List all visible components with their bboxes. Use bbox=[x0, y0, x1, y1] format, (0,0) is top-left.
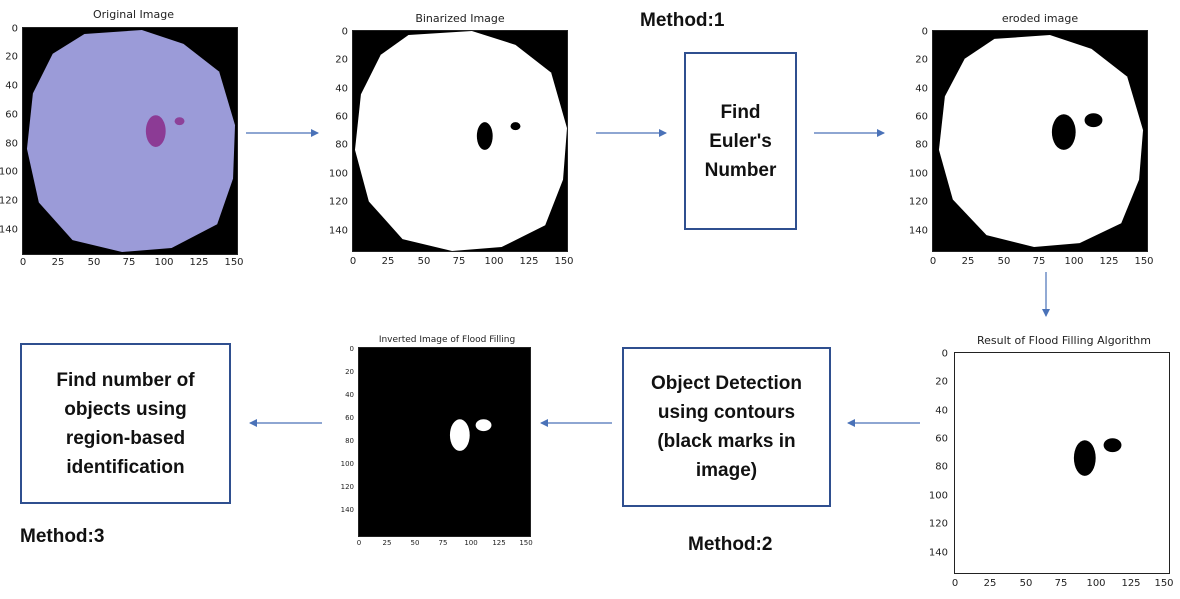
euler-number-box: Find Euler's Number bbox=[684, 52, 797, 230]
y-tick: 100 bbox=[0, 166, 18, 178]
y-tick: 80 bbox=[5, 138, 18, 150]
y-tick: 0 bbox=[349, 345, 354, 353]
y-tick: 0 bbox=[941, 348, 948, 360]
y-tick: 20 bbox=[915, 54, 928, 66]
x-tick: 50 bbox=[410, 539, 420, 547]
x-tick: 25 bbox=[51, 257, 65, 268]
y-tick: 0 bbox=[921, 26, 928, 38]
x-tick: 25 bbox=[961, 256, 975, 267]
y-tick: 120 bbox=[0, 195, 18, 207]
x-tick: 75 bbox=[1054, 578, 1068, 589]
panel-title: Result of Flood Filling Algorithm bbox=[977, 334, 1151, 347]
y-tick: 60 bbox=[915, 111, 928, 123]
region-identification-box: Find number of objects using region-base… bbox=[20, 343, 231, 504]
panel-flood-fill-result: Result of Flood Filling Algorithm 0 20 4… bbox=[918, 330, 1180, 599]
x-tick: 0 bbox=[19, 257, 27, 268]
y-tick: 80 bbox=[345, 437, 354, 445]
y-tick: 140 bbox=[928, 547, 948, 559]
y-tick: 120 bbox=[928, 518, 948, 530]
x-tick: 150 bbox=[519, 539, 533, 547]
x-tick: 50 bbox=[1019, 578, 1033, 589]
panel-title: Inverted Image of Flood Filling bbox=[378, 335, 516, 345]
y-tick: 60 bbox=[935, 433, 948, 445]
x-tick: 50 bbox=[87, 257, 101, 268]
y-tick: 140 bbox=[340, 506, 354, 514]
x-tick: 100 bbox=[1064, 256, 1084, 267]
method-3-label: Method:3 bbox=[20, 526, 105, 547]
y-tick: 100 bbox=[908, 168, 928, 180]
y-tick: 140 bbox=[908, 225, 928, 237]
panel-eroded-image: eroded image 0 20 40 60 80 100 120 140 0… bbox=[900, 10, 1160, 272]
panel-original-image: Original Image 0 20 40 60 80 100 120 140… bbox=[0, 8, 245, 270]
x-tick: 100 bbox=[464, 539, 478, 547]
x-tick: 25 bbox=[381, 256, 395, 267]
method-1-label: Method:1 bbox=[640, 10, 725, 31]
euler-number-label: Find Euler's Number bbox=[704, 101, 777, 181]
y-tick: 120 bbox=[908, 196, 928, 208]
x-tick: 125 bbox=[189, 257, 209, 268]
x-tick: 125 bbox=[519, 256, 539, 267]
x-tick: 125 bbox=[1099, 256, 1119, 267]
x-tick: 125 bbox=[1121, 578, 1141, 589]
y-tick: 40 bbox=[335, 83, 348, 95]
x-tick: 150 bbox=[1154, 578, 1174, 589]
eroded-image-plot bbox=[932, 30, 1148, 252]
panel-title: Binarized Image bbox=[415, 12, 505, 25]
x-tick: 50 bbox=[997, 256, 1011, 267]
x-tick: 50 bbox=[417, 256, 431, 267]
y-tick: 60 bbox=[5, 109, 18, 121]
method-2-label: Method:2 bbox=[688, 534, 773, 555]
y-tick: 80 bbox=[915, 139, 928, 151]
panel-binarized-image: Binarized Image 0 20 40 60 80 100 120 14… bbox=[320, 10, 580, 272]
y-tick: 40 bbox=[345, 391, 354, 399]
x-tick: 100 bbox=[484, 256, 504, 267]
x-tick: 0 bbox=[356, 539, 362, 547]
contour-detection-box: Object Detection using contours (black m… bbox=[622, 347, 831, 507]
panel-inverted-flood-fill: Inverted Image of Flood Filling 0 20 40 … bbox=[322, 334, 538, 552]
x-tick: 75 bbox=[1032, 256, 1046, 267]
y-tick: 40 bbox=[5, 80, 18, 92]
y-tick: 0 bbox=[341, 26, 348, 38]
panel-title: Original Image bbox=[93, 8, 174, 21]
x-tick: 100 bbox=[1086, 578, 1106, 589]
y-tick: 60 bbox=[335, 111, 348, 123]
y-tick: 20 bbox=[935, 376, 948, 388]
x-tick: 25 bbox=[382, 539, 392, 547]
x-tick: 0 bbox=[349, 256, 357, 267]
x-tick: 0 bbox=[929, 256, 937, 267]
y-tick: 80 bbox=[935, 461, 948, 473]
contour-detection-label: Object Detection using contours (black m… bbox=[651, 373, 802, 481]
y-tick: 20 bbox=[5, 51, 18, 63]
y-tick: 120 bbox=[340, 483, 354, 491]
y-tick: 20 bbox=[345, 368, 354, 376]
x-tick: 150 bbox=[554, 256, 574, 267]
x-tick: 125 bbox=[492, 539, 506, 547]
y-tick: 20 bbox=[335, 54, 348, 66]
x-tick: 75 bbox=[438, 539, 448, 547]
y-tick: 40 bbox=[915, 83, 928, 95]
panel-title: eroded image bbox=[1001, 12, 1079, 25]
binarized-image-plot bbox=[352, 30, 568, 252]
y-tick: 60 bbox=[345, 414, 354, 422]
original-image-plot bbox=[22, 27, 238, 255]
x-tick: 75 bbox=[122, 257, 136, 268]
x-tick: 150 bbox=[224, 257, 244, 268]
y-tick: 100 bbox=[340, 460, 354, 468]
x-tick: 150 bbox=[1134, 256, 1154, 267]
x-tick: 75 bbox=[452, 256, 466, 267]
y-tick: 80 bbox=[335, 139, 348, 151]
region-identification-label: Find number of objects using region-base… bbox=[56, 369, 195, 478]
y-tick: 100 bbox=[928, 490, 948, 502]
y-tick: 120 bbox=[328, 196, 348, 208]
y-tick: 140 bbox=[0, 224, 18, 236]
x-tick: 0 bbox=[951, 578, 959, 589]
y-tick: 100 bbox=[328, 168, 348, 180]
inverted-image-plot bbox=[358, 347, 531, 537]
x-tick: 100 bbox=[154, 257, 174, 268]
x-tick: 25 bbox=[983, 578, 997, 589]
y-tick: 0 bbox=[11, 23, 18, 35]
y-tick: 140 bbox=[328, 225, 348, 237]
y-tick: 40 bbox=[935, 405, 948, 417]
flood-fill-plot bbox=[954, 352, 1170, 574]
